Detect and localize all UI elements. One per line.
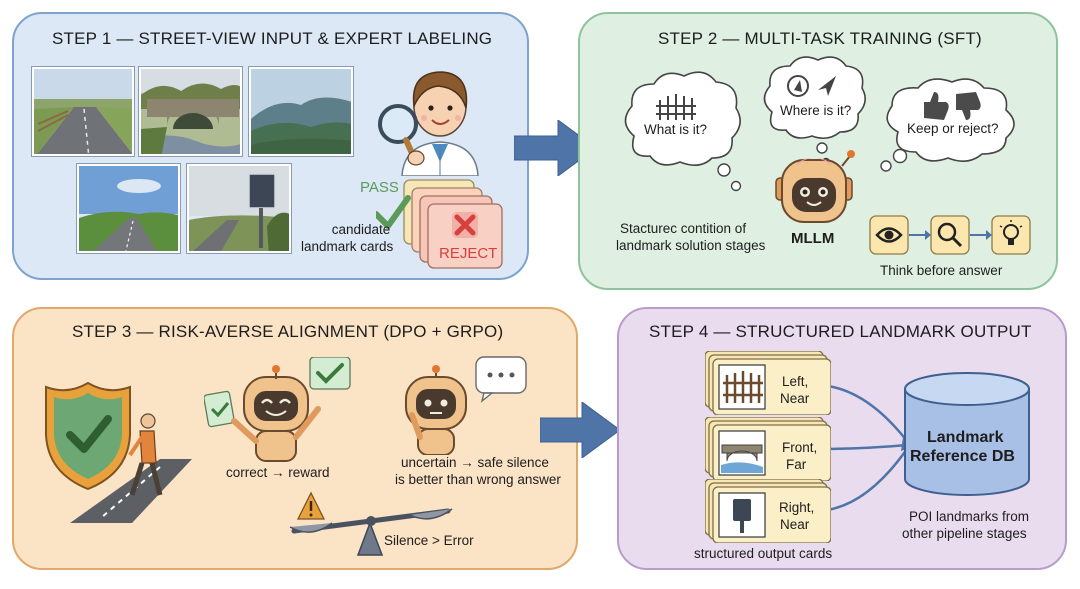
step4-title: STEP 4 — STRUCTURED LANDMARK OUTPUT [649, 322, 1032, 341]
card2-line1: Front, [782, 440, 818, 455]
step1-panel: STEP 1 — STREET-VIEW INPUT & EXPERT LABE… [12, 12, 529, 280]
bubble-keep-text: Keep or reject? [907, 121, 999, 136]
location-arrow-icon [818, 76, 836, 96]
street-photo-stone-bridge [139, 67, 242, 156]
thumbs-down-icon [956, 92, 981, 120]
safety-shield-walker [45, 381, 192, 523]
output-card-right-near [705, 479, 831, 543]
street-photo-road-fence [32, 67, 134, 156]
street-photo-mountains [249, 67, 353, 156]
silence-label-line2: is better than wrong answer [395, 472, 561, 487]
thought-bubble-what [624, 71, 742, 192]
cards-caption-line2: landmark cards [301, 239, 394, 254]
silence-label-line1: uncertain → safe silence [401, 455, 549, 470]
db-label-line1: Landmark [927, 429, 1004, 446]
uncertain-robot [405, 356, 527, 455]
compass-icon [787, 75, 809, 97]
reward-robot [204, 357, 351, 462]
card1-line2: Near [780, 391, 810, 406]
output-card-front-far [705, 417, 831, 481]
street-photo-road-sign [187, 164, 291, 253]
balance-scale [289, 491, 453, 556]
db-caption-line1: POI landmarks from [909, 509, 1030, 524]
think-label: Think before answer [880, 263, 1003, 278]
card1-line1: Left, [782, 374, 809, 389]
step2-title: STEP 2 — MULTI-TASK TRAINING (SFT) [658, 29, 982, 48]
thought-bubble-keep [886, 78, 1015, 162]
card3-line1: Right, [779, 500, 815, 515]
magnifier-icon [937, 222, 957, 242]
step2-caption-line2: landmark solution stages [616, 238, 766, 253]
step3-panel: STEP 3 — RISK-AVERSE ALIGNMENT (DPO + GR… [12, 307, 578, 570]
thought-bubble-where [763, 56, 866, 140]
expert-labeler [372, 58, 488, 177]
eye-icon [875, 227, 903, 243]
landmark-database [904, 372, 1030, 496]
cards-caption: structured output cards [694, 546, 833, 561]
cards-caption-line1: candidate [331, 222, 391, 237]
output-card-left-near [705, 351, 831, 415]
step1-title: STEP 1 — STREET-VIEW INPUT & EXPERT LABE… [52, 29, 493, 48]
scale-label: Silence > Error [384, 533, 474, 548]
bubble-where-text: Where is it? [780, 103, 852, 118]
reward-label: correct → reward [226, 465, 330, 480]
candidate-card-stack [373, 174, 506, 272]
step2-panel: STEP 2 — MULTI-TASK TRAINING (SFT) What … [578, 12, 1058, 290]
mllm-robot [775, 150, 855, 223]
think-sequence [869, 215, 1031, 255]
step2-caption-line1: Stacturec contition of [620, 221, 747, 236]
check-icon [66, 415, 112, 453]
sign-icon [733, 499, 751, 533]
card3-line2: Near [780, 517, 810, 532]
db-caption-line2: other pipeline stages [902, 526, 1027, 541]
fence-icon [723, 371, 763, 403]
mllm-label: MLLM [791, 230, 835, 247]
flow-arrow-1-to-2 [514, 120, 596, 176]
bridge-icon [721, 444, 763, 473]
reject-label: REJECT [439, 245, 498, 262]
pass-label: PASS [360, 179, 399, 196]
card2-line2: Far [786, 457, 807, 472]
step4-panel: STEP 4 — STRUCTURED LANDMARK OUTPUT Left… [617, 307, 1067, 570]
flow-arrow-3-to-4 [540, 402, 620, 458]
db-label-line2: Reference DB [910, 448, 1015, 465]
bubble-what-text: What is it? [644, 122, 708, 137]
step3-title: STEP 3 — RISK-AVERSE ALIGNMENT (DPO + GR… [72, 322, 504, 341]
street-photo-valley-road [77, 164, 180, 253]
thumbs-up-icon [924, 92, 949, 120]
